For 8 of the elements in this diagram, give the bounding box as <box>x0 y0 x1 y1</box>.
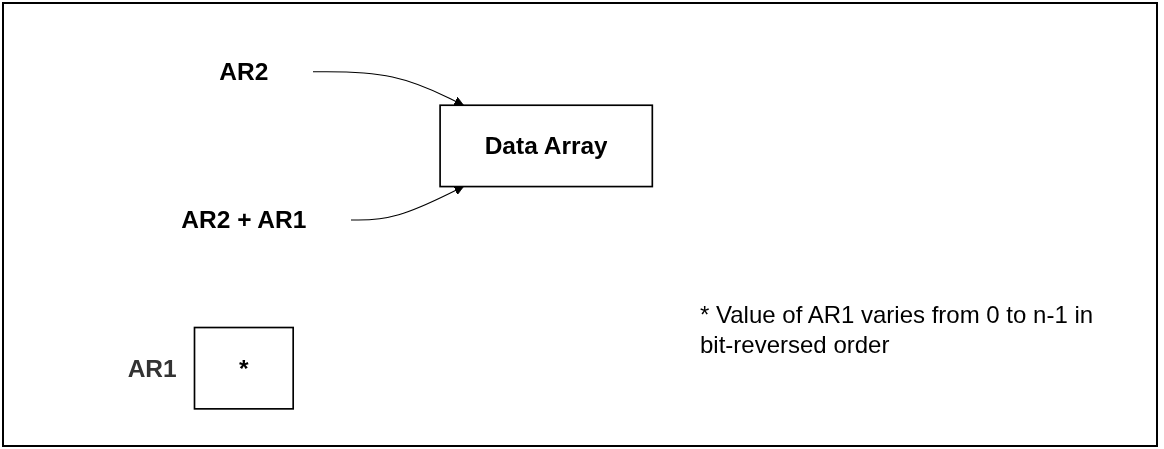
arrow <box>312 71 464 106</box>
node-box: * <box>193 326 294 410</box>
footnote: * Value of AR1 varies from 0 to n-1 in bit-reversed order <box>700 300 1095 360</box>
node-text: AR2 <box>219 57 269 86</box>
arrow <box>350 186 464 221</box>
node-box: Data Array <box>439 104 654 188</box>
register-label: AR1 <box>127 355 177 383</box>
node-text: AR2 + AR1 <box>181 206 307 234</box>
